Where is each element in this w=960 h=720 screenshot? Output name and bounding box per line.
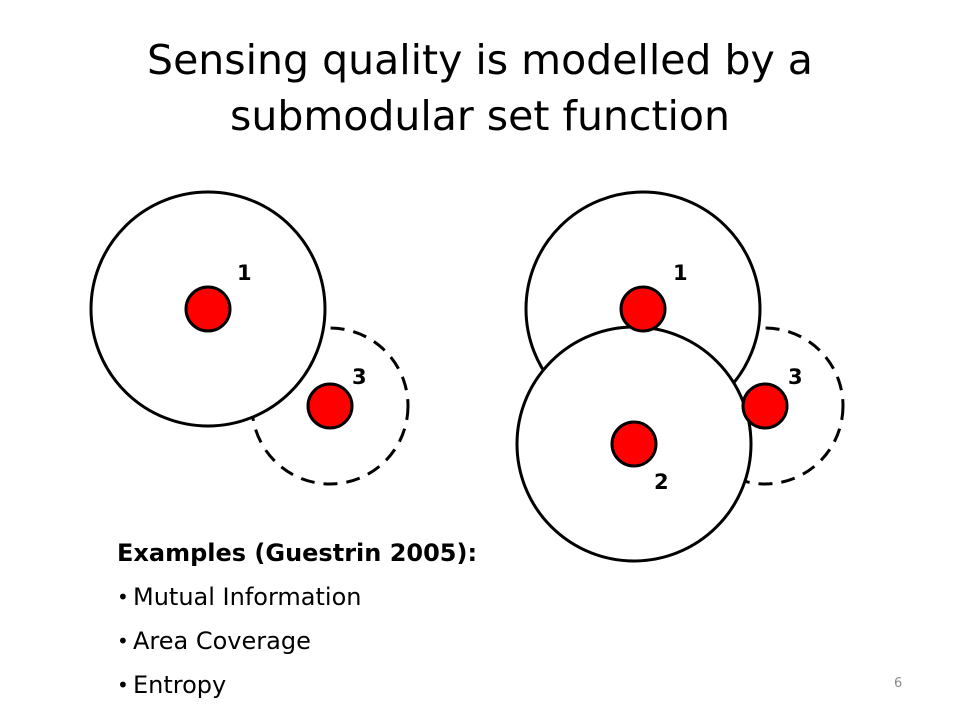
left-configuration: 1 3: [89, 190, 410, 486]
list-item: • Entropy: [117, 663, 577, 707]
examples-block: Examples (Guestrin 2005): • Mutual Infor…: [117, 531, 577, 707]
sensor-2-label: 2: [654, 470, 669, 494]
list-item: • Mutual Information: [117, 575, 577, 619]
examples-list: • Mutual Information • Area Coverage • E…: [117, 575, 577, 707]
sensor-3-label: 3: [352, 365, 367, 389]
slide-title-line-1: Sensing quality is modelled by a: [147, 36, 813, 84]
sensor-1-label: 1: [237, 261, 252, 285]
sensor-3-node: [306, 382, 354, 430]
slide-title: Sensing quality is modelled by a submodu…: [0, 32, 960, 144]
sensor-2-node: [610, 420, 658, 468]
bullet-icon: •: [117, 673, 129, 697]
slide-title-line-2: submodular set function: [230, 92, 730, 140]
examples-heading: Examples (Guestrin 2005):: [117, 539, 478, 567]
page-number: 6: [894, 676, 903, 691]
list-item-label: Mutual Information: [133, 583, 362, 611]
sensor-1-node: [619, 285, 667, 333]
sensor-3-node: [741, 382, 789, 430]
right-configuration: 1 3 2: [515, 190, 845, 563]
sensor-3-label: 3: [788, 365, 803, 389]
list-item: • Area Coverage: [117, 619, 577, 663]
list-item-label: Area Coverage: [133, 627, 311, 655]
list-item-label: Entropy: [133, 671, 227, 699]
sensor-1-node: [184, 285, 232, 333]
sensor-1-label: 1: [673, 261, 688, 285]
bullet-icon: •: [117, 629, 129, 653]
bullet-icon: •: [117, 585, 129, 609]
